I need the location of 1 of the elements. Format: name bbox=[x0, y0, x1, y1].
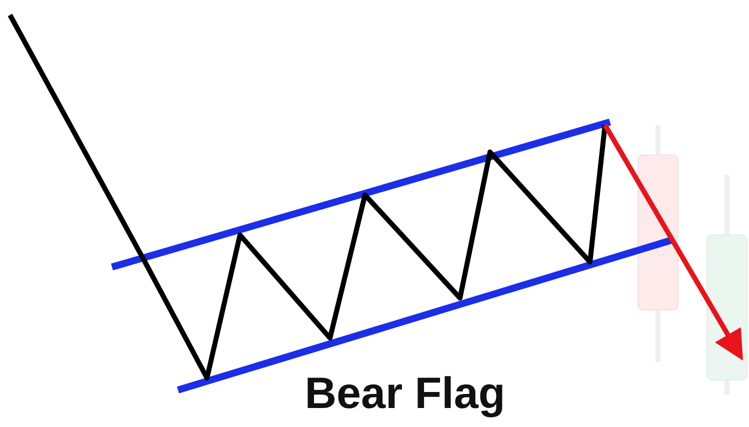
chart-title: Bear Flag bbox=[304, 368, 506, 420]
